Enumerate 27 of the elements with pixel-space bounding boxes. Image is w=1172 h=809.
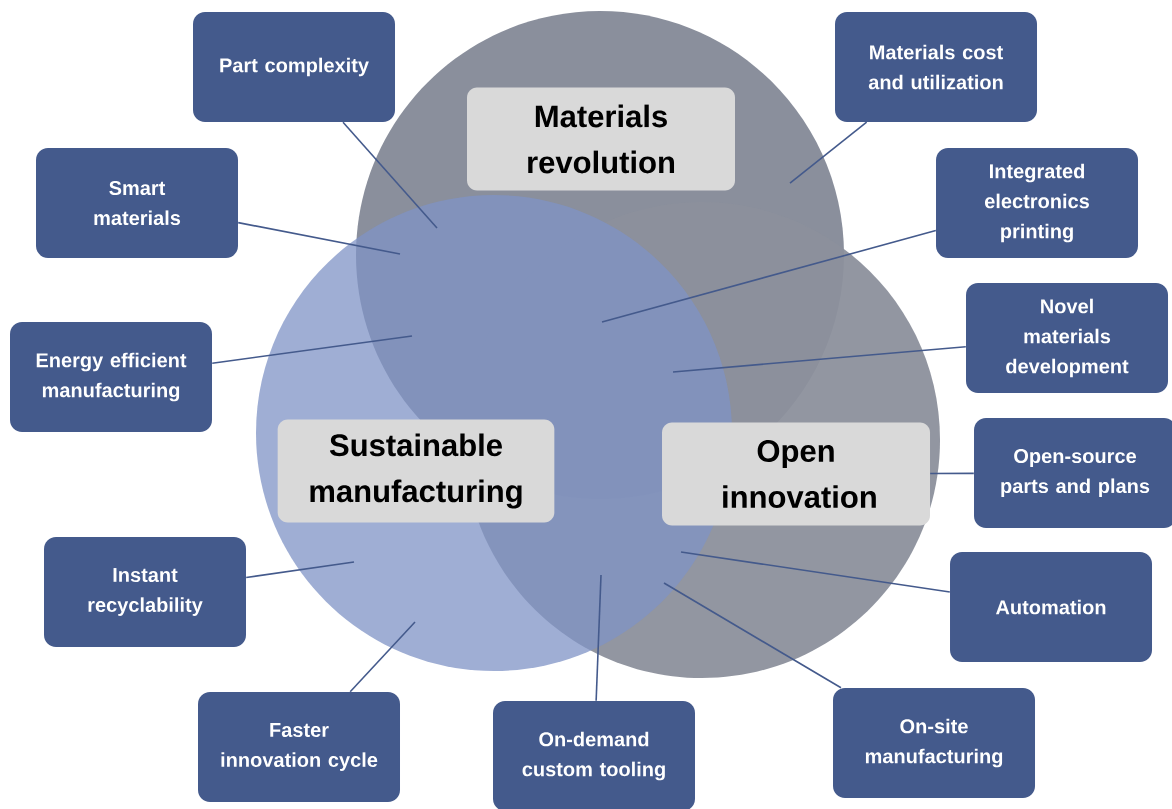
leader-line <box>663 582 842 689</box>
leader-line <box>789 121 868 184</box>
leader-line <box>672 345 967 373</box>
label-box: On-site manufacturing <box>833 688 1035 798</box>
leader-line <box>245 561 355 579</box>
label-box: Energy efficient manufacturing <box>10 322 212 432</box>
label-box: Faster innovation cycle <box>198 692 400 802</box>
title-box: Open innovation <box>662 422 930 526</box>
label-box: Part complexity <box>193 12 395 122</box>
label-box: On-demand custom tooling <box>493 701 695 809</box>
label-box: Automation <box>950 552 1152 662</box>
leader-line <box>601 229 937 323</box>
title-box: Sustainable manufacturing <box>277 419 555 523</box>
leader-line <box>237 221 401 255</box>
label-box: Novel materials development <box>966 283 1168 393</box>
leader-line <box>680 551 951 593</box>
label-box: Integrated electronics printing <box>936 148 1138 258</box>
leader-line <box>929 472 975 475</box>
leader-line <box>342 121 438 229</box>
label-box: Instant recyclability <box>44 537 246 647</box>
title-box: Materials revolution <box>467 87 735 191</box>
leader-line <box>211 335 413 365</box>
leader-line <box>349 621 416 693</box>
label-box: Materials cost and utilization <box>835 12 1037 122</box>
label-box: Smart materials <box>36 148 238 258</box>
label-box: Open-source parts and plans <box>974 418 1172 528</box>
leader-line <box>595 574 602 702</box>
